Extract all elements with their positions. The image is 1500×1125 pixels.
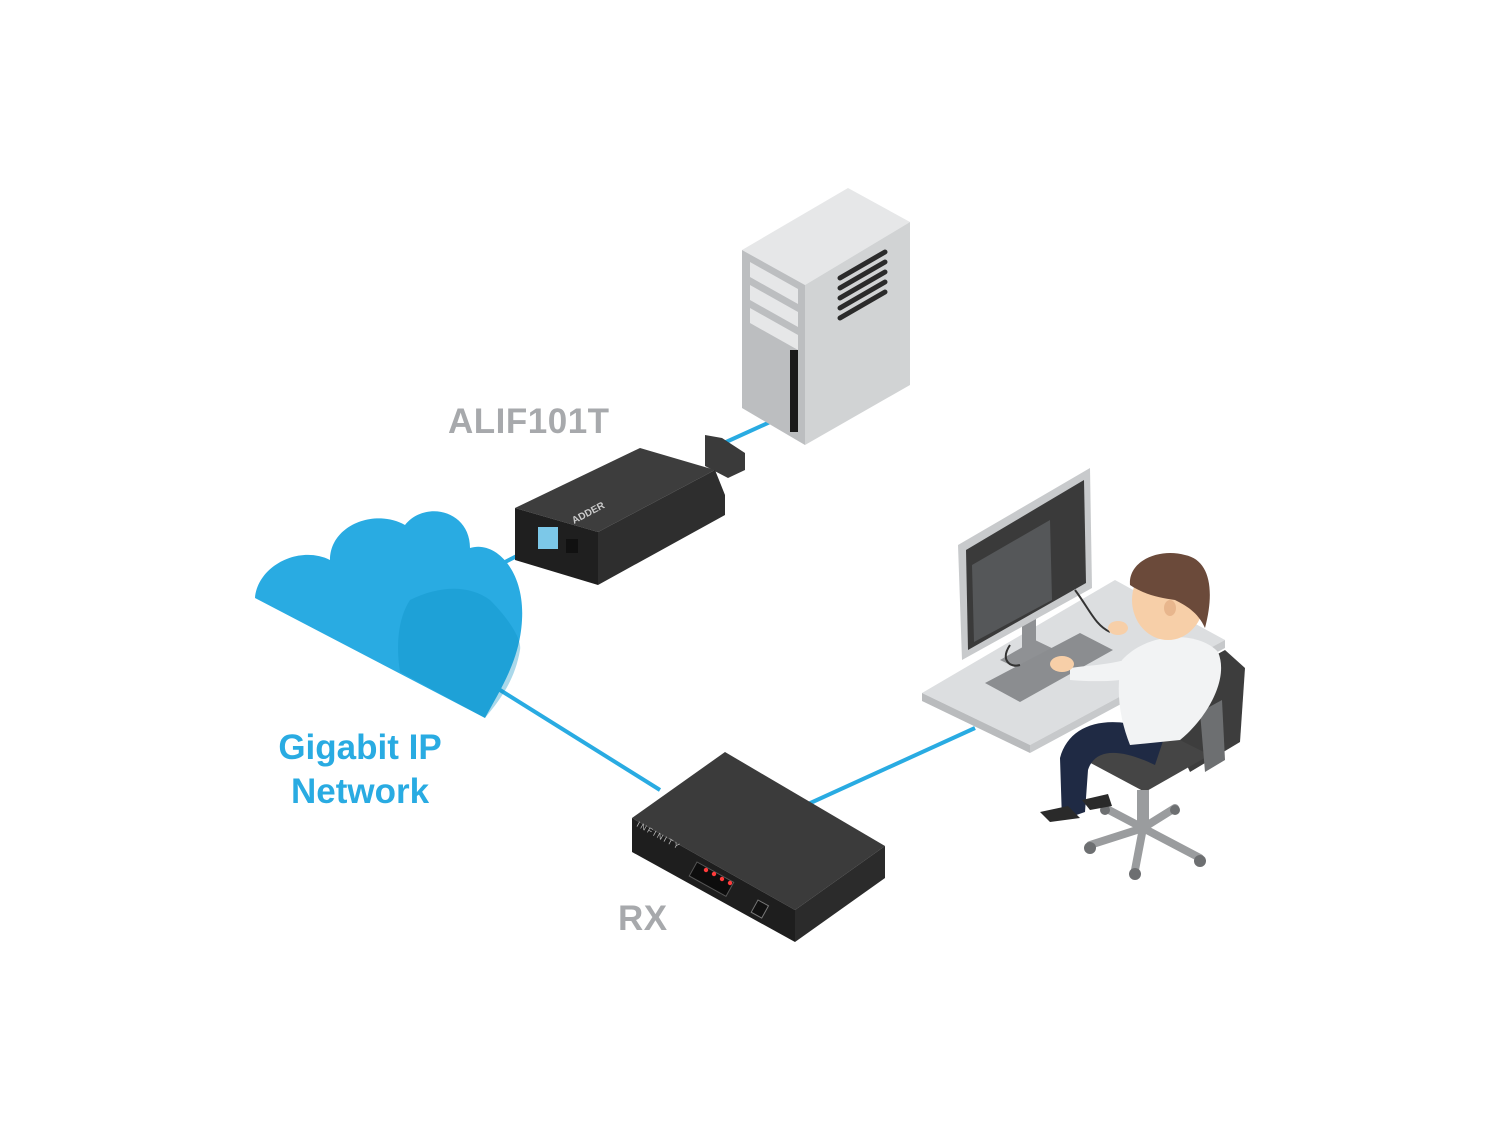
network-label: Gigabit IP Network xyxy=(240,726,480,814)
network-cables xyxy=(469,420,976,812)
user-arm xyxy=(1070,655,1150,682)
user-hair xyxy=(1129,553,1210,628)
cloud-shade xyxy=(398,588,521,718)
cable-rx-to-workstation xyxy=(794,726,976,812)
monitor-cable xyxy=(1074,589,1111,633)
user-shoe-right xyxy=(1082,794,1112,810)
alif-body-side xyxy=(598,470,725,585)
rx-leds xyxy=(703,867,733,886)
monitor-stand-neck xyxy=(1022,615,1036,660)
rx-receiver-box-icon: INFINITY xyxy=(632,752,885,942)
user-legs xyxy=(1060,722,1165,820)
server-side xyxy=(805,222,910,445)
chair-post xyxy=(1137,790,1149,830)
receiver-label: RX xyxy=(618,899,668,938)
cloud-shape xyxy=(255,511,523,718)
desk-edge xyxy=(922,693,1030,753)
alif-power-port xyxy=(566,539,578,553)
rx-side xyxy=(795,846,885,942)
network-label-line2: Network xyxy=(290,772,430,811)
server-drive-bay-3 xyxy=(750,308,798,350)
server-power-slot xyxy=(790,350,798,432)
monitor-screen-panel xyxy=(972,520,1052,642)
alif-body-top xyxy=(515,448,715,532)
alif-dongle-icon: ADDER xyxy=(515,435,745,585)
cable-cloud-to-rx xyxy=(498,688,662,792)
cloud-network-icon xyxy=(255,511,523,718)
rx-top xyxy=(632,752,885,910)
server-drive-bay-2 xyxy=(750,285,798,327)
transmitter-label: ALIF101T xyxy=(448,402,610,441)
user-hand-mouse xyxy=(1108,621,1128,635)
network-label-line1: Gigabit IP xyxy=(278,728,442,767)
keyboard xyxy=(985,633,1113,702)
server-vents xyxy=(837,249,888,321)
keyboard-cable xyxy=(1004,644,1021,667)
user-shoe-left xyxy=(1040,806,1080,822)
user-ear xyxy=(1164,600,1176,616)
user-hand xyxy=(1050,656,1074,672)
rx-display xyxy=(688,861,735,898)
chair-wheels xyxy=(1084,805,1206,880)
rx-port xyxy=(750,899,770,919)
alif-plug xyxy=(705,435,745,478)
server-top xyxy=(742,188,910,285)
workstation-user-icon xyxy=(922,468,1245,880)
chair-base xyxy=(1086,804,1204,874)
alif-ethernet-port xyxy=(538,527,558,549)
server-drive-bay-1 xyxy=(750,262,798,304)
chair-arm xyxy=(1200,700,1225,772)
seated-user xyxy=(1040,553,1222,822)
server-tower-icon xyxy=(742,188,910,445)
